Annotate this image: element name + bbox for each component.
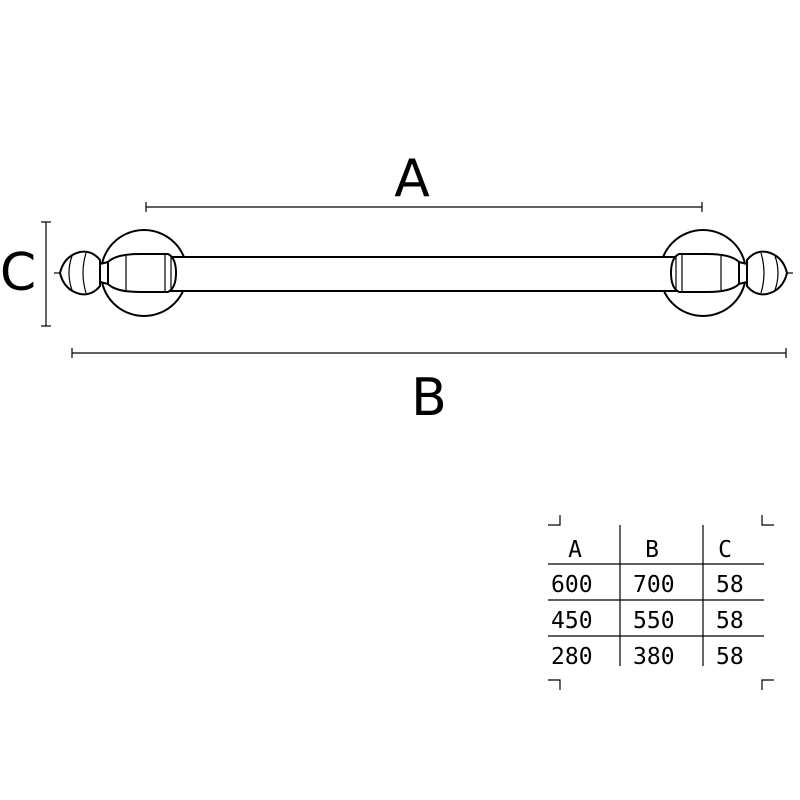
dimension-b: B (71, 348, 787, 428)
pull-handle (54, 229, 793, 317)
table-cell: 700 (633, 572, 675, 598)
table-cell: 550 (633, 608, 675, 634)
dimension-a-label: A (394, 149, 430, 209)
table-header-c: C (718, 537, 732, 563)
left-finial (54, 250, 109, 296)
table-header-b: B (645, 537, 659, 563)
handle-bar (169, 256, 679, 292)
right-finial (738, 250, 793, 296)
table-cell: 380 (633, 644, 675, 670)
table-cell: 58 (716, 644, 744, 670)
dimension-c: C (0, 221, 51, 327)
dimension-b-label: B (411, 368, 447, 428)
table-cell: 450 (551, 608, 593, 634)
table-header-a: A (568, 537, 582, 563)
table-cell: 280 (551, 644, 593, 670)
table-cell: 600 (551, 572, 593, 598)
dimension-c-label: C (0, 243, 36, 303)
table-cell: 58 (716, 572, 744, 598)
dimension-table: A B C 600 700 58 450 550 58 280 380 58 (548, 515, 774, 690)
table-cell: 58 (716, 608, 744, 634)
dimension-a: A (145, 149, 703, 212)
